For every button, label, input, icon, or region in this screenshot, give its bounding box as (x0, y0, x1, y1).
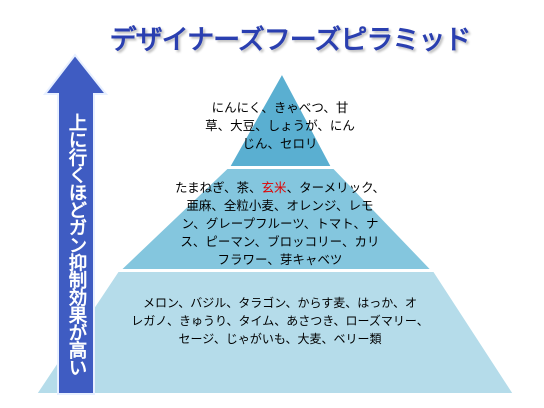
tier-middle-line: 亜麻、全粒小麦、オレンジ、レモ (186, 198, 374, 213)
tier-middle-line: フラワー、芽キャベツ (217, 252, 343, 267)
tier-top-text: にんにく、きゃべつ、甘 草、大豆、しょうが、にん じん、セロリ (180, 99, 380, 153)
tier-bottom-text: メロン、バジル、タラゴン、からす麦、はっか、オ レガノ、きゅうり、タイム、あさつ… (112, 294, 448, 348)
tier-bottom-line: レガノ、きゅうり、タイム、あさつき、ローズマリー、 (131, 314, 429, 328)
up-arrow-icon (42, 53, 109, 395)
tier-middle-line: たまねぎ、茶、玄米、ターメリック、 (150, 179, 410, 197)
page-title: デザイナーズフーズピラミッド (109, 25, 472, 56)
tier-middle-line: ス、ピーマン、ブロッコリー、カリ (180, 234, 380, 249)
pyramid-tier-top (227, 70, 334, 168)
highlighted-food: 玄米 (261, 180, 287, 195)
tier-bottom-line: セージ、じゃがいも、大麦、ベリー類 (178, 332, 382, 346)
arrow-label: 上に行くほどガン抑制効果が高い (66, 112, 87, 376)
tier-top-line: 草、大豆、しょうが、にん (205, 118, 355, 133)
tier-bottom-line: メロン、バジル、タラゴン、からす麦、はっか、オ (142, 296, 418, 310)
tier-middle-line: ン、グレープフルーツ、トマト、ナ (181, 216, 379, 231)
tier-middle-text: たまねぎ、茶、玄米、ターメリック、 亜麻、全粒小麦、オレンジ、レモ ン、グレープ… (150, 179, 410, 269)
tier-top-line: じん、セロリ (242, 136, 318, 151)
tier-middle-text-segment: たまねぎ、茶、 (175, 180, 262, 195)
tier-middle-text-segment: 、ターメリック、 (286, 180, 385, 195)
tier-top-line: にんにく、きゃべつ、甘 (211, 100, 349, 115)
